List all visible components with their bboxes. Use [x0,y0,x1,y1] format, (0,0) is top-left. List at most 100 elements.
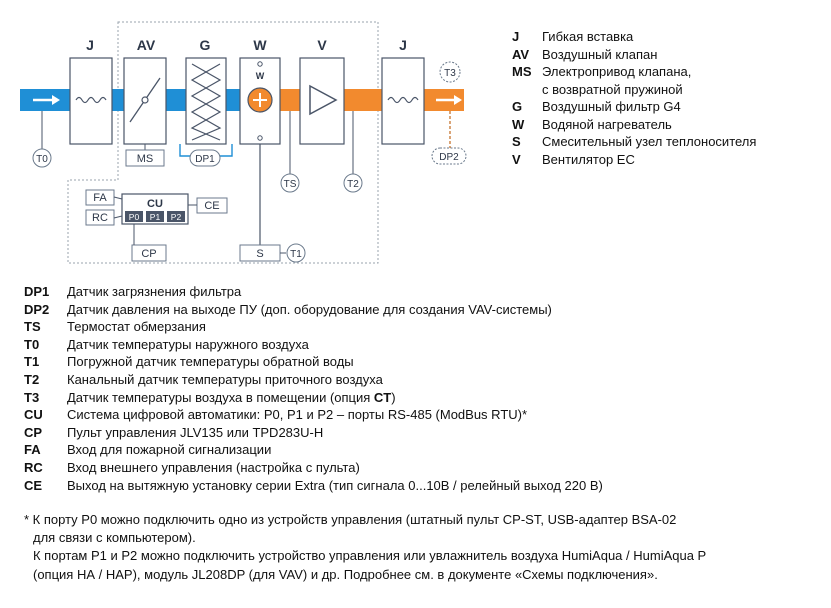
legend-code: T1 [24,354,40,370]
fa-label: FA [93,192,107,204]
flexible-insert-1 [69,57,113,145]
ventilation-schematic: J AV G W V J MS DP1 W [20,21,467,264]
legend-code: J [512,29,520,44]
supply-arrow-icon [436,95,462,105]
water-heater [239,57,281,145]
ce-label: CE [204,200,219,212]
cp-label: CP [141,248,156,260]
cu-label: CU [147,198,163,210]
legend-code: CU [24,407,43,423]
legend-item: T3 Датчик температуры воздуха в помещении… [24,389,603,407]
legend-desc: Выход на вытяжную установку серии Extra … [67,477,603,493]
legend-desc: Датчик температуры наружного воздуха [67,336,309,352]
t0-sensor [32,148,52,168]
legend-desc-bold: CT [373,389,392,405]
heater-inner-label: W [256,71,265,81]
legend-code: T0 [24,336,40,352]
dp2-sensor [431,147,467,165]
legend-item: DP2 Датчик давления на выходе ПУ (доп. об… [24,301,603,319]
legend-desc: Канальный датчик температуры приточного … [67,371,383,387]
footnote-line: К портам P1 и P2 можно подключить устрой… [33,548,707,564]
legend-desc: Датчик температуры воздуха в помещении (… [67,389,374,405]
legend-desc: Погружной датчик температуры обратной во… [67,354,354,370]
rc-link [113,215,123,219]
port-p1 [146,211,164,222]
s-label: S [256,248,263,260]
dp1-sensor [189,149,221,167]
legend-item: CE Выход на вытяжную установку серии Extr… [24,477,603,495]
t1-sensor [286,243,306,263]
legend-code: G [512,99,523,114]
legend-item: T1 Погружной датчик температуры обратной … [24,353,603,371]
legend-code: DP2 [24,301,50,317]
ec-fan [299,57,345,145]
port-p0 [125,211,143,222]
dp1-tube [179,144,233,157]
footnote-line: * К порту P0 можно подключить одно из ус… [24,512,677,527]
legend-desc-wrap: Датчик температуры воздуха в помещении (… [67,389,396,407]
legend-code: CP [24,424,43,440]
section-label-j1: J [86,37,94,53]
dp2-label: DP2 [439,152,459,163]
legend-desc: Водяной нагреватель [542,116,672,132]
legend-desc: Гибкая вставка [542,29,634,44]
legend-item: AV Воздушный клапан [512,46,756,64]
legend-item: CU Система цифровой автоматики: P0, P1 и … [24,406,603,424]
legend-desc: Электропривод клапана, с возвратной пруж… [542,64,692,97]
section-label-j2: J [399,37,407,53]
dp1-label: DP1 [195,154,215,165]
legend-item: T0 Датчик температуры наружного воздуха [24,336,603,354]
footnotes: * К порту P0 можно подключить одно из ус… [24,511,824,584]
legend-desc: Вентилятор ЕС [542,151,635,167]
p2-label: P2 [171,212,182,222]
control-panel [131,244,167,262]
legend-desc: Датчик давления на выходе ПУ (доп. обору… [67,301,552,317]
legend-desc-tail: ) [391,389,396,405]
t2-label: T2 [347,179,359,190]
footnote-line: (опция НА / НАР), модуль JL208DP (для VA… [33,566,658,582]
ms-label: MS [137,153,154,165]
legend-item: W Водяной нагреватель [512,116,756,134]
p1-label: P1 [150,212,161,222]
legend-item: T2 Канальный датчик температуры приточног… [24,371,603,389]
legend-desc: Система цифровой автоматики: P0, P1 и P2… [67,407,528,423]
rc-label: RC [92,212,108,224]
legend-code: CE [24,477,43,493]
p0-label: P0 [129,212,140,222]
legend-code: TS [24,319,41,335]
legend-code: T3 [24,389,40,405]
port-p2 [167,211,185,222]
flexible-insert-2 [381,57,425,145]
legend-desc: Смесительный узел теплоносителя [542,134,757,149]
legend-desc: Вход внешнего управления (настройка с пу… [67,459,360,475]
legend-desc: Пульт управления JLV135 или TPD283U-H [67,424,324,440]
legend-code: FA [24,442,41,458]
legend-code: AV [512,46,530,62]
unit-outline [67,21,379,264]
ts-sensor [280,173,300,193]
t0-label: T0 [36,154,48,165]
t3-sensor [439,61,461,83]
legend-item: TS Термостат обмерзания [24,318,603,336]
legend-desc: Датчик загрязнения фильтра [67,284,242,299]
legend-item: J Гибкая вставка [512,28,756,46]
legend-desc: Термостат обмерзания [67,319,206,335]
t1-label: T1 [290,249,302,260]
legend-item: FA Вход для пожарной сигнализации [24,441,603,459]
legend-code: W [512,116,525,132]
section-label-w: W [253,37,267,53]
legend-code: T2 [24,371,40,387]
legend-item: CP Пульт управления JLV135 или TPD283U-H [24,424,603,442]
section-label-av: AV [137,37,156,53]
legend-desc: Воздушный клапан [542,46,658,62]
legend-desc: Воздушный фильтр G4 [542,99,681,114]
ts-label: TS [284,179,297,190]
legend-desc: Вход для пожарной сигнализации [67,442,272,458]
